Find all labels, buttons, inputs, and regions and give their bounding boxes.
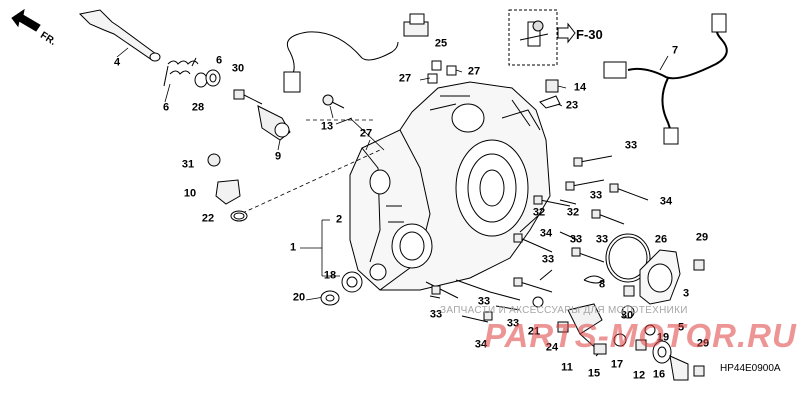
reference-label: F-30	[576, 27, 603, 42]
part-label-32[interactable]: 32	[566, 206, 580, 219]
part-label-7[interactable]: 7	[671, 44, 679, 57]
part-label-27[interactable]: 27	[359, 127, 373, 140]
part-label-19[interactable]: 19	[656, 331, 670, 344]
part-label-13[interactable]: 13	[320, 120, 334, 133]
bolt-part	[322, 94, 345, 109]
reference-box	[508, 9, 576, 66]
part-label-27[interactable]: 27	[398, 72, 412, 85]
washer-part	[194, 69, 221, 88]
crankcase-cover-part	[349, 81, 551, 291]
part-label-29[interactable]: 29	[695, 231, 709, 244]
part-label-21[interactable]: 21	[527, 325, 541, 338]
part-label-28[interactable]: 28	[191, 101, 205, 114]
part-label-24[interactable]: 24	[545, 341, 559, 354]
part-label-23[interactable]: 23	[565, 99, 579, 112]
clamp-part	[583, 275, 605, 284]
cover-gasket-part	[605, 233, 705, 305]
part-label-33[interactable]: 33	[477, 295, 491, 308]
speed-sensor-part	[207, 153, 248, 222]
part-label-25[interactable]: 25	[434, 37, 448, 50]
spring-part	[163, 57, 199, 87]
bolt-part	[539, 79, 561, 109]
part-label-18[interactable]: 18	[323, 269, 337, 282]
part-label-12[interactable]: 12	[632, 369, 646, 382]
part-label-27[interactable]: 27	[467, 65, 481, 78]
part-label-33[interactable]: 33	[506, 317, 520, 330]
part-label-15[interactable]: 15	[587, 367, 601, 380]
part-label-3[interactable]: 3	[682, 287, 690, 300]
part-label-31[interactable]: 31	[181, 158, 195, 171]
part-label-9[interactable]: 9	[274, 150, 282, 163]
sensor-part	[257, 13, 429, 141]
diagram-code: HP44E0900A	[720, 363, 781, 374]
part-label-33[interactable]: 33	[589, 189, 603, 202]
leader-lines	[116, 47, 669, 301]
shift-arm-part	[78, 9, 161, 62]
part-label-33[interactable]: 33	[569, 233, 583, 246]
part-label-26[interactable]: 26	[654, 233, 668, 246]
watermark-brand: PARTS-MOTOR.RU	[484, 317, 797, 354]
part-label-33[interactable]: 33	[429, 308, 443, 321]
watermark-text: ЗАПЧАСТИ И АКСЕССУАРЫ ДЛЯ МОТОТЕХНИКИ	[440, 305, 688, 316]
part-label-29[interactable]: 29	[696, 337, 710, 350]
bushing-part	[320, 271, 363, 306]
part-label-2[interactable]: 2	[335, 213, 343, 226]
part-label-34[interactable]: 34	[659, 195, 673, 208]
part-label-17[interactable]: 17	[610, 358, 624, 371]
part-label-33[interactable]: 33	[541, 253, 555, 266]
bolt-part	[233, 89, 263, 105]
part-label-6[interactable]: 6	[162, 101, 170, 114]
part-label-1[interactable]: 1	[289, 241, 297, 254]
cover-bolts	[425, 155, 649, 323]
part-label-30[interactable]: 30	[231, 62, 245, 75]
part-label-32[interactable]: 32	[532, 206, 546, 219]
part-label-10[interactable]: 10	[183, 187, 197, 200]
part-label-14[interactable]: 14	[573, 81, 587, 94]
part-label-6[interactable]: 6	[215, 54, 223, 67]
part-label-16[interactable]: 16	[652, 368, 666, 381]
shift-drum-parts	[532, 296, 705, 381]
front-direction-arrow-icon	[11, 8, 41, 32]
part-label-33[interactable]: 33	[624, 139, 638, 152]
part-label-22[interactable]: 22	[201, 212, 215, 225]
part-label-34[interactable]: 34	[474, 338, 488, 351]
part-label-5[interactable]: 5	[677, 321, 685, 334]
part-label-30[interactable]: 30	[620, 309, 634, 322]
part-label-11[interactable]: 11	[561, 361, 573, 374]
part-label-8[interactable]: 8	[598, 278, 606, 291]
part-label-4[interactable]: 4	[113, 56, 121, 69]
wire-harness-part	[603, 13, 728, 145]
part-label-34[interactable]: 34	[539, 227, 553, 240]
part-label-20[interactable]: 20	[292, 291, 306, 304]
part-label-33[interactable]: 33	[595, 233, 609, 246]
